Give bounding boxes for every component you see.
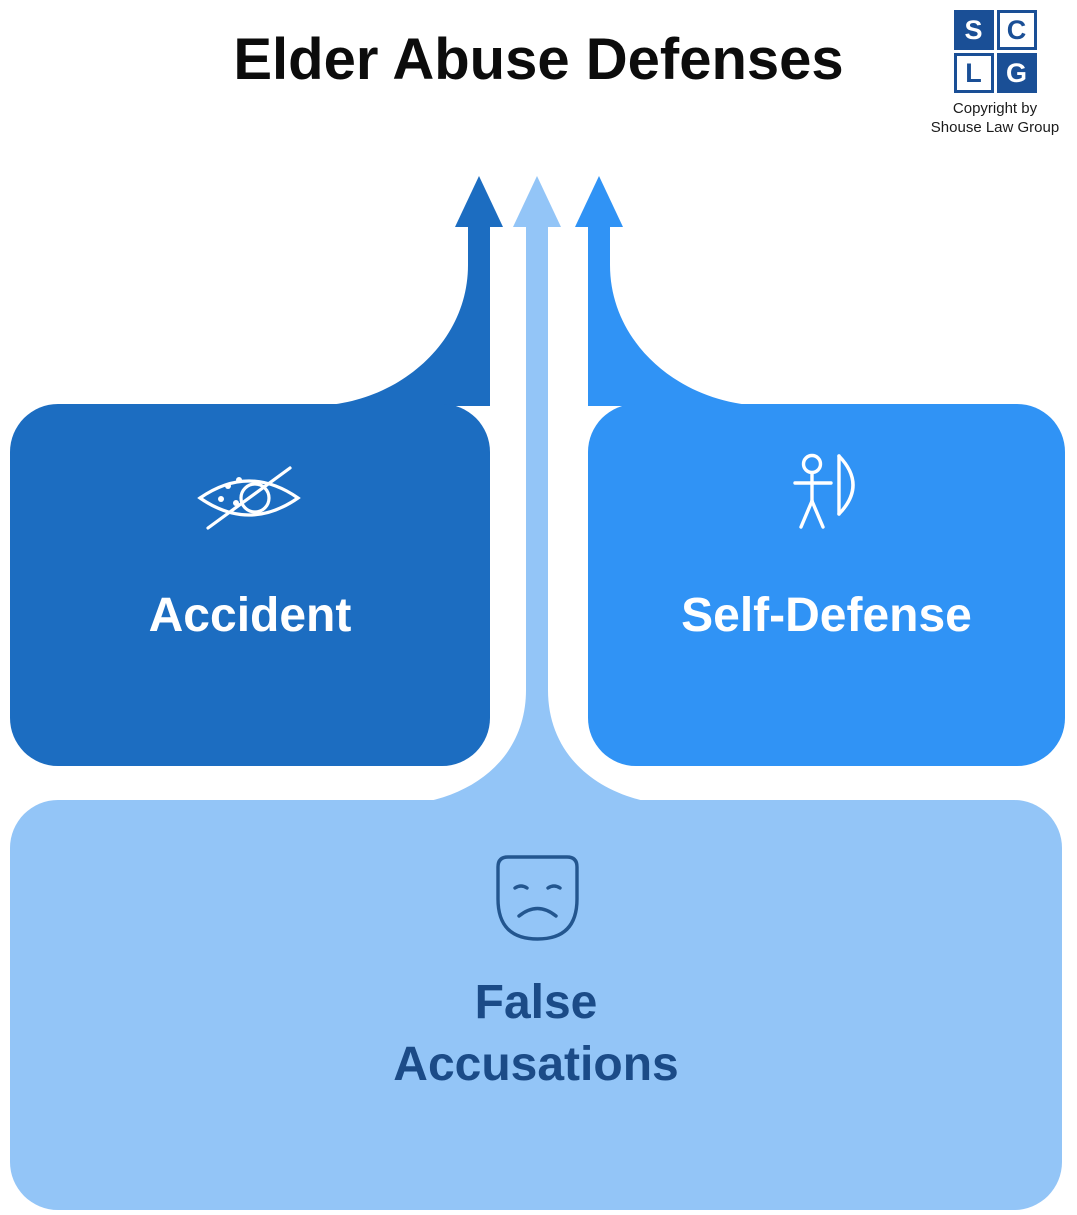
sclg-logo-grid: S C L G	[924, 10, 1066, 93]
copyright-line1: Copyright by	[952, 100, 1038, 117]
self-defense-arrowhead	[575, 176, 623, 227]
self-defense-box	[588, 404, 1065, 766]
self-defense-arrow-shaft	[588, 222, 768, 406]
logo-letter-l: L	[953, 53, 994, 93]
false-accusations-arrowhead	[513, 176, 561, 227]
logo-letter-s: S	[953, 10, 994, 50]
accident-label: Accident	[148, 589, 352, 642]
sad-mask-icon	[496, 855, 579, 941]
sclg-logo: S C L G Copyright by Shouse Law Group	[924, 10, 1066, 137]
false-accusations-box	[10, 800, 1062, 1210]
accident-box	[10, 404, 490, 766]
accident-arrow-shaft	[310, 222, 490, 406]
eye-slash-icon	[197, 466, 301, 530]
archer-icon	[793, 453, 855, 529]
accident-arrowhead	[455, 176, 503, 227]
copyright-text: Copyright by Shouse Law Group	[924, 99, 1066, 137]
false-accusations-label: False Accusations	[10, 972, 1062, 1096]
false-accusations-label-line2: Accusations	[393, 1038, 679, 1091]
self-defense-label: Self-Defense	[681, 589, 972, 642]
false-accusations-arrow-shaft	[384, 222, 690, 806]
logo-letter-c: C	[996, 10, 1037, 50]
false-accusations-label-line1: False	[474, 976, 598, 1029]
eye-speckles	[218, 477, 242, 506]
logo-letter-g: G	[996, 53, 1037, 93]
copyright-line2: Shouse Law Group	[930, 119, 1060, 136]
page-title: Elder Abuse Defenses	[233, 27, 844, 92]
